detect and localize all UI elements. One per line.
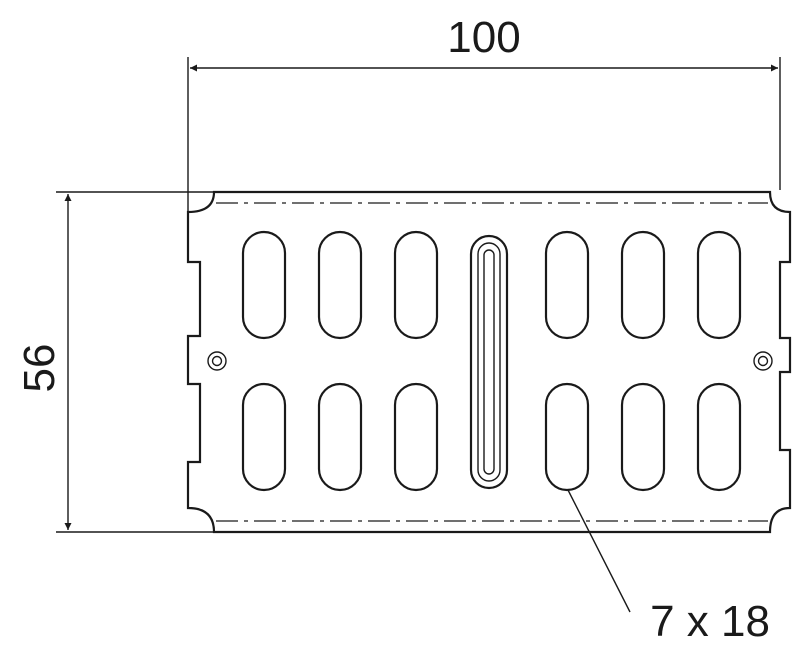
plate-outline (186, 190, 792, 534)
slot (241, 230, 287, 340)
slot (241, 382, 287, 492)
slot-size-label: 7 x 18 (650, 597, 770, 646)
slot (393, 230, 439, 340)
slot (544, 230, 590, 340)
height-label: 56 (15, 344, 64, 393)
width-dimension: 100 (187, 13, 781, 215)
screw-hole-right (753, 351, 773, 371)
slot-leader-line (567, 489, 631, 613)
height-dimension: 56 (15, 191, 214, 533)
width-label: 100 (447, 13, 520, 62)
slot (620, 230, 666, 340)
slot (317, 230, 363, 340)
slot (393, 382, 439, 492)
slot-annotated (544, 382, 590, 492)
center-rib-slot (469, 234, 509, 490)
slot (696, 230, 742, 340)
screw-hole-left (207, 351, 227, 371)
slot (620, 382, 666, 492)
slot (317, 382, 363, 492)
slot (696, 382, 742, 492)
